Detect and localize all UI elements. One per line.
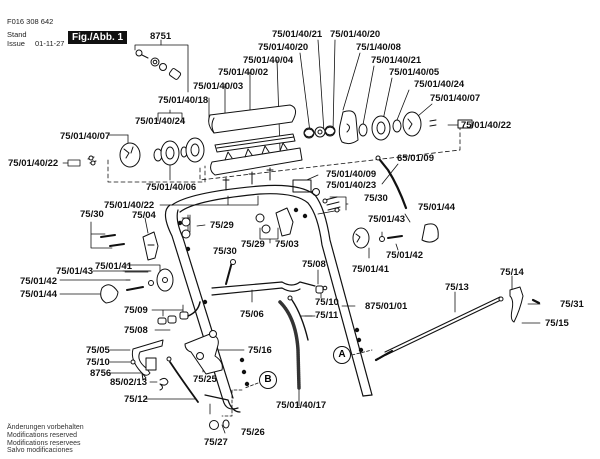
part-label: 75/01/40/05 xyxy=(389,67,440,78)
part-label: 75/10 xyxy=(315,297,339,308)
cables xyxy=(166,295,309,403)
part-label: 75/31 xyxy=(560,299,584,310)
issue-label: Issue xyxy=(7,39,25,48)
part-8751-group xyxy=(135,49,182,80)
part-label: 75/03 xyxy=(275,239,299,250)
stand-label: Stand xyxy=(7,30,27,39)
part-label: 75/01/40/21 xyxy=(272,29,323,40)
part-label: 75/01/40/17 xyxy=(276,400,327,411)
issue-date: 01-11-27 xyxy=(35,39,65,48)
part-label: 75/01/40/24 xyxy=(414,79,465,90)
part-label: 75/04 xyxy=(132,210,156,221)
part-label: 75/01/41 xyxy=(95,261,132,272)
part-label: 75/01/40/09 xyxy=(326,169,377,180)
part-label: 75/06 xyxy=(240,309,264,320)
part-label: 75/30 xyxy=(364,193,388,204)
callout-b: B xyxy=(259,371,277,389)
part-label: 75/15 xyxy=(545,318,569,329)
part-label: 75/01/40/20 xyxy=(258,42,309,53)
part-label: 75/29 xyxy=(241,239,265,250)
note-line: Änderungen vorbehalten xyxy=(7,424,84,431)
part-label: 75/1/40/08 xyxy=(356,42,401,53)
part-label: 75/08 xyxy=(302,259,326,270)
callout-a: A xyxy=(333,346,351,364)
handle-frame xyxy=(164,184,373,413)
part-label: 75/13 xyxy=(445,282,469,293)
lower-hardware xyxy=(130,330,230,430)
part-label: 75/01/40/22 xyxy=(461,120,512,131)
note-line: Modifications reservees xyxy=(7,439,81,447)
part-label: 8751 xyxy=(150,31,172,42)
part-label: 75/27 xyxy=(204,437,228,448)
part-label: 875/01/01 xyxy=(365,301,408,312)
part-label: 85/02/13 xyxy=(110,377,147,388)
part-label: 75/01/40/03 xyxy=(193,81,244,92)
part-label: 75/01/40/04 xyxy=(243,55,294,66)
part-label: 75/01/40/23 xyxy=(326,180,377,191)
modifications-note: Änderungen vorbehalten Modifications res… xyxy=(7,424,84,455)
part-label: 75/30 xyxy=(213,246,237,257)
figure-label: Fig./Abb. 1 xyxy=(68,31,128,44)
part-label: 75/01/44 xyxy=(418,202,455,213)
note-line: Modifications reserved xyxy=(7,431,78,439)
part-label: 75/05 xyxy=(86,345,110,356)
part-label: 8756 xyxy=(90,368,112,379)
part-label: 75/26 xyxy=(241,427,265,438)
part-label: 75/01/44 xyxy=(20,289,57,300)
part-label: 75/01/40/20 xyxy=(330,29,381,40)
part-label: 75/01/40/22 xyxy=(8,158,59,169)
part-label: 75/01/40/22 xyxy=(104,200,155,211)
part-label: 75/09 xyxy=(124,305,148,316)
document-number: F016 308 642 xyxy=(7,17,54,26)
part-label: 75/01/43 xyxy=(368,214,405,225)
part-label: 75/01/42 xyxy=(20,276,57,287)
part-label: 75/25 xyxy=(193,374,217,385)
middle-hardware xyxy=(292,155,408,213)
part-label: 75/01/43 xyxy=(56,266,93,277)
right-roller-group xyxy=(303,110,473,145)
part-label: 75/01/42 xyxy=(386,250,423,261)
part-label: 75/01/40/18 xyxy=(158,95,209,106)
part-label: 75/30 xyxy=(80,209,104,220)
right-knob-group xyxy=(352,223,439,249)
left-roller-group xyxy=(87,137,205,168)
rod-lever-group xyxy=(374,286,541,362)
connector-group xyxy=(157,285,328,325)
part-label: 75/01/40/21 xyxy=(371,55,422,66)
part-label: 75/01/40/07 xyxy=(430,93,481,104)
part-label: 75/01/40/24 xyxy=(135,116,186,127)
part-label: 75/12 xyxy=(124,394,148,405)
part-label: 75/16 xyxy=(248,345,272,356)
part-label: 75/29 xyxy=(210,220,234,231)
note-line: Salvo modificaciones xyxy=(7,447,73,455)
part-label: 65/01/09 xyxy=(397,153,434,164)
part-label: 75/14 xyxy=(500,267,524,278)
handle-cover-assembly xyxy=(208,104,303,191)
part-label: 75/01/41 xyxy=(352,264,389,275)
leader-lines xyxy=(59,39,541,434)
left-clamp-group xyxy=(100,207,294,304)
part-label: 75/11 xyxy=(315,310,339,321)
part-label: 75/01/40/07 xyxy=(60,131,111,142)
part-label: 75/01/40/02 xyxy=(218,67,269,78)
part-label: 75/10 xyxy=(86,357,110,368)
part-label: 75/08 xyxy=(124,325,148,336)
part-label: 75/01/40/06 xyxy=(146,182,197,193)
